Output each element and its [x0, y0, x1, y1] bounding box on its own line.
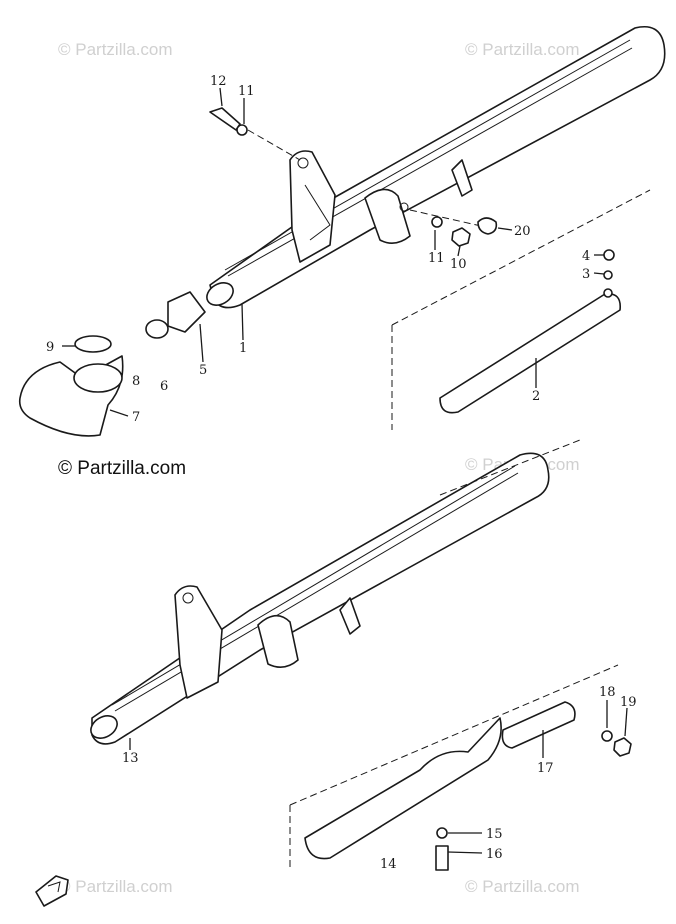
clamp-band-upper [364, 188, 411, 244]
watermark-bottom-right: © Partzilla.com [465, 877, 580, 896]
part-16-bolt [435, 845, 449, 871]
watermark-bottom-left: © Partzilla.com [58, 877, 173, 896]
part-11-washer-right [431, 216, 443, 228]
part-20-damper [477, 217, 498, 235]
part-13-muffler-body [91, 452, 550, 745]
callout-numbers: 12 11 20 11 10 1 5 6 8 7 9 2 4 3 13 17 1… [46, 74, 637, 872]
callout-4: 4 [582, 249, 590, 264]
part-14-baffle [304, 717, 502, 860]
part-15-washer [436, 827, 448, 839]
inlet-end-lower [90, 715, 118, 739]
callout-6: 6 [160, 379, 168, 394]
baffle-lower [289, 664, 632, 871]
inlet-end-upper [206, 282, 234, 306]
watermark-top-right: © Partzilla.com [465, 40, 580, 59]
part-4-nut [603, 249, 615, 261]
callout-9: 9 [46, 340, 54, 355]
callout-8: 8 [132, 374, 140, 389]
part-2-inner-pipe [439, 293, 622, 414]
callout-14: 14 [380, 857, 397, 872]
callout-19: 19 [620, 695, 637, 710]
part-11-washer-top [236, 124, 248, 136]
callout-3: 3 [582, 267, 590, 282]
callout-1: 1 [239, 341, 247, 356]
callout-11-top: 11 [238, 84, 255, 99]
callout-20: 20 [514, 224, 531, 239]
tab-lower [339, 597, 361, 635]
part-17-tail-pipe [501, 701, 576, 749]
mount-bracket-lower [174, 585, 223, 699]
lower-silencer [90, 439, 581, 745]
callout-10: 10 [450, 257, 467, 272]
upper-silencer [206, 26, 666, 309]
mount-bracket-upper [289, 150, 336, 263]
callout-2: 2 [532, 389, 540, 404]
callout-13: 13 [122, 751, 139, 766]
part-12-bolt [209, 107, 241, 131]
watermark-main: © Partzilla.com [58, 458, 186, 479]
watermark-top-left: © Partzilla.com [58, 40, 173, 59]
callout-17: 17 [537, 761, 554, 776]
baffle-upper [391, 189, 651, 430]
callout-16: 16 [486, 847, 503, 862]
callout-15: 15 [486, 827, 503, 842]
part-19-nut [613, 737, 632, 757]
clamp-band-lower [257, 614, 299, 668]
part-6-gasket [145, 319, 169, 339]
upper-hardware [209, 107, 498, 247]
part-9-gasket [74, 335, 112, 353]
callout-11-right: 11 [428, 251, 445, 266]
callout-18: 18 [599, 685, 616, 700]
part-10-nut [451, 227, 471, 247]
joint-group [18, 291, 206, 437]
part-5-clamp [167, 291, 206, 333]
callout-12: 12 [210, 74, 227, 89]
callout-5: 5 [199, 363, 207, 378]
callout-7: 7 [132, 410, 140, 425]
tab-upper [451, 159, 473, 197]
part-3-washer [603, 288, 613, 298]
part-8-ring-nut [73, 363, 123, 393]
leader-lines [62, 87, 628, 854]
part-18-washer [601, 730, 613, 742]
front-arrow-icon [35, 875, 69, 907]
